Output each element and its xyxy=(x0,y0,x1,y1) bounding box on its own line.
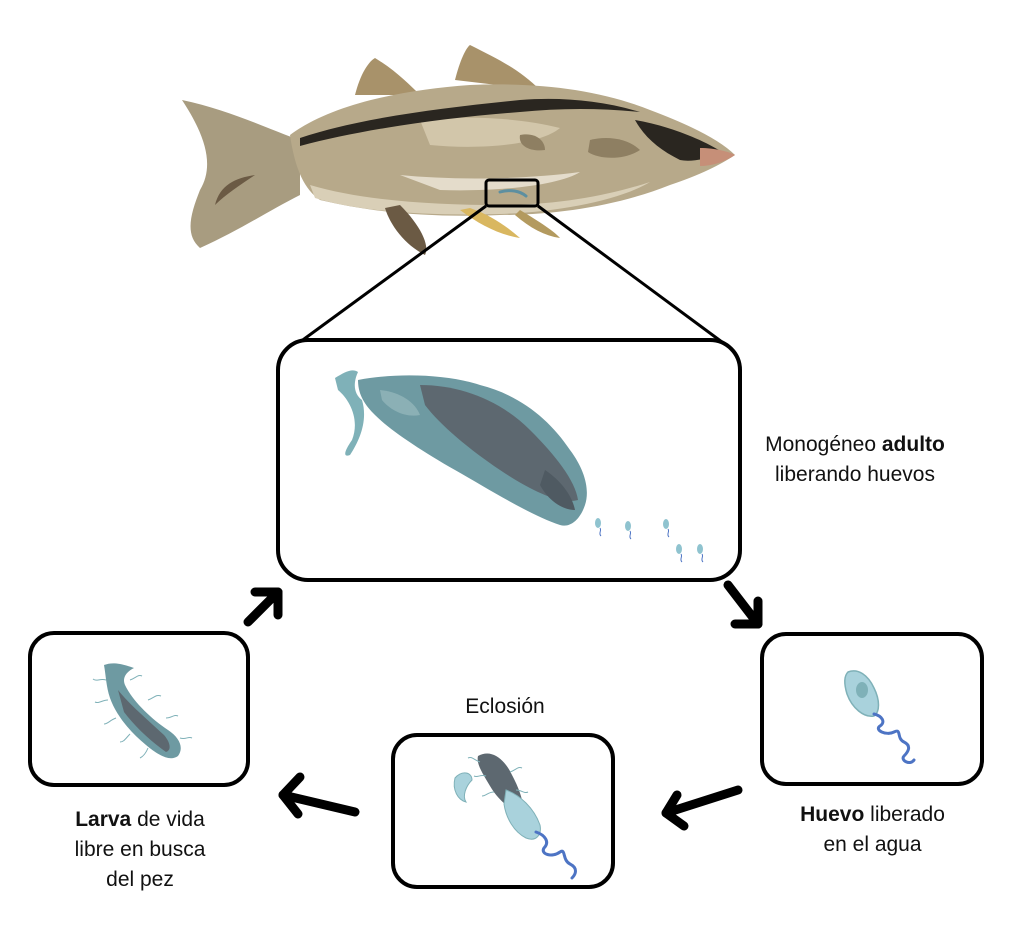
adult-label-line1: Monogéneo adulto xyxy=(740,430,970,460)
larva-label-bold: Larva xyxy=(75,808,132,831)
larva-label-line2: libre en busca xyxy=(74,838,206,861)
zoom-line-left xyxy=(299,204,487,344)
zoom-line-right xyxy=(537,204,723,344)
adult-monogenean xyxy=(335,370,587,526)
adult-label-line2: liberando huevos xyxy=(775,463,935,486)
egg-label-bold: Huevo xyxy=(800,803,865,826)
hatching-label: Eclosión xyxy=(420,692,590,722)
zoom-box xyxy=(484,178,540,208)
arrow-larva-to-adult xyxy=(243,587,283,627)
hatching-label-text: Eclosión xyxy=(465,695,545,718)
larva-label-rest: de vida xyxy=(131,808,205,831)
host-fish xyxy=(182,45,735,255)
adult-label: Monogéneo adulto liberando huevos xyxy=(740,430,970,490)
larva-label: Larva de vida libre en busca del pez xyxy=(30,805,250,895)
egg-illustration xyxy=(844,670,916,764)
egg-label-rest: liberado xyxy=(864,803,945,826)
larva-illustration xyxy=(92,663,193,759)
hatching-illustration xyxy=(453,753,577,880)
cycle-arrows xyxy=(243,580,763,831)
tiny-parasite xyxy=(498,189,528,198)
arrow-hatching-to-larva xyxy=(278,772,360,819)
adult-label-prefix: Monogéneo xyxy=(765,433,882,456)
arrow-adult-to-egg xyxy=(723,580,763,629)
released-eggs xyxy=(595,518,703,554)
egg-label: Huevo liberado en el agua xyxy=(765,800,980,860)
larva-label-line3: del pez xyxy=(106,868,174,891)
egg-label-line1: Huevo liberado xyxy=(765,800,980,830)
larva-label-line1: Larva de vida xyxy=(30,805,250,835)
adult-label-bold: adulto xyxy=(881,433,945,456)
egg-label-line2: en el agua xyxy=(823,833,922,856)
hatching-box xyxy=(391,733,615,889)
arrow-egg-to-hatching xyxy=(661,785,743,831)
